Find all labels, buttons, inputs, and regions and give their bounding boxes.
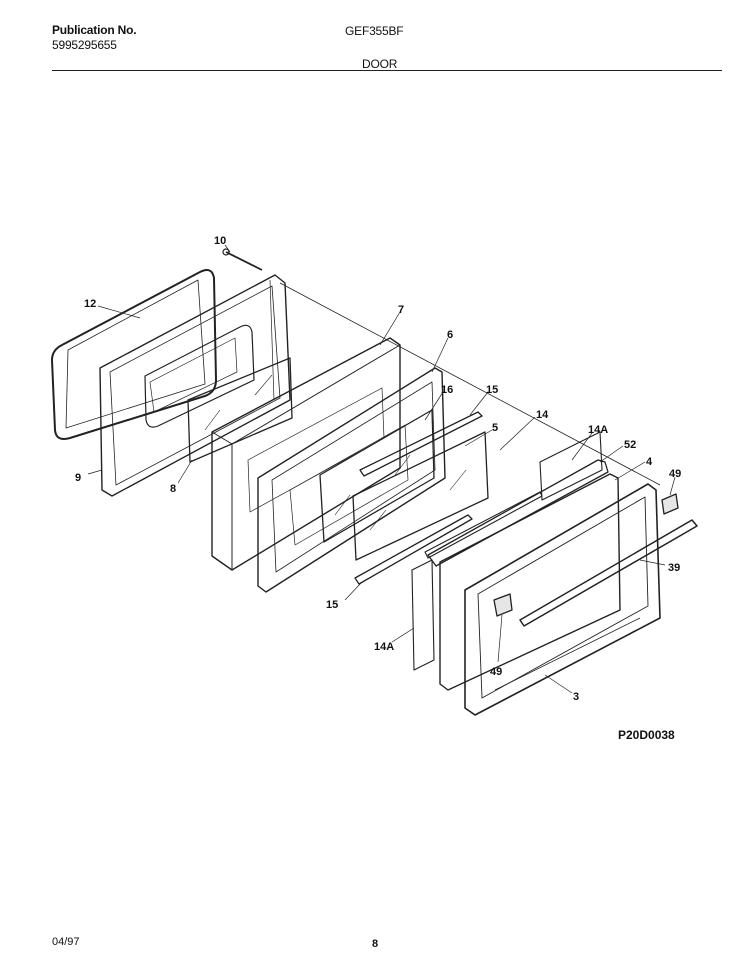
callout-15-top: 15 — [486, 384, 498, 396]
callout-49-top: 49 — [669, 468, 681, 480]
header-rule — [52, 70, 722, 71]
callout-14a-top: 14A — [588, 424, 608, 436]
callout-7: 7 — [398, 304, 404, 316]
footer-page-number: 8 — [372, 938, 379, 950]
diagram-code: P20D0038 — [618, 728, 675, 742]
publication-number: 5995295655 — [52, 38, 117, 52]
callout-5: 5 — [492, 422, 498, 434]
glass-channel-top-part — [359, 411, 483, 477]
model-number: GEF355BF — [345, 24, 404, 38]
callout-4: 4 — [646, 456, 653, 468]
callout-14: 14 — [536, 409, 549, 421]
insulation-part — [211, 337, 401, 571]
footer-date: 04/97 — [52, 936, 80, 948]
handle-cap-back-part — [661, 493, 679, 515]
door-handle-part — [519, 519, 698, 627]
section-title: DOOR — [362, 57, 398, 71]
screw-part — [225, 251, 263, 271]
glass-channel-bottom-part — [354, 514, 473, 585]
top-trim-part — [424, 491, 543, 559]
callout-12: 12 — [84, 298, 96, 310]
callout-16: 16 — [441, 384, 453, 396]
callout-52: 52 — [624, 439, 636, 451]
assembly-axis-line — [279, 282, 661, 486]
inner-glass-part — [187, 357, 293, 463]
outer-door-frame-part — [464, 483, 661, 716]
panel-14a-top-part — [539, 431, 603, 501]
panel-14a-bottom-part — [411, 559, 435, 671]
callout-9: 9 — [75, 472, 81, 484]
callout-14a-bottom: 14A — [374, 641, 394, 653]
door-gasket-part — [51, 269, 217, 440]
door-frame-part — [257, 367, 446, 593]
callout-15-bottom: 15 — [326, 599, 338, 611]
window-glass-part — [319, 409, 435, 543]
callout-10: 10 — [214, 235, 226, 247]
callout-6: 6 — [447, 329, 453, 341]
inner-door-liner-part — [99, 274, 291, 497]
handle-cap-front-part — [493, 593, 513, 617]
callout-3: 3 — [573, 691, 579, 703]
callout-49-bottom: 49 — [490, 666, 502, 678]
outer-door-panel-part — [439, 473, 621, 691]
callout-8: 8 — [170, 483, 176, 495]
publication-label: Publication No. — [52, 23, 137, 37]
bracket-52-part — [427, 459, 609, 567]
outer-glass-part — [352, 431, 489, 561]
callout-39: 39 — [668, 562, 680, 574]
